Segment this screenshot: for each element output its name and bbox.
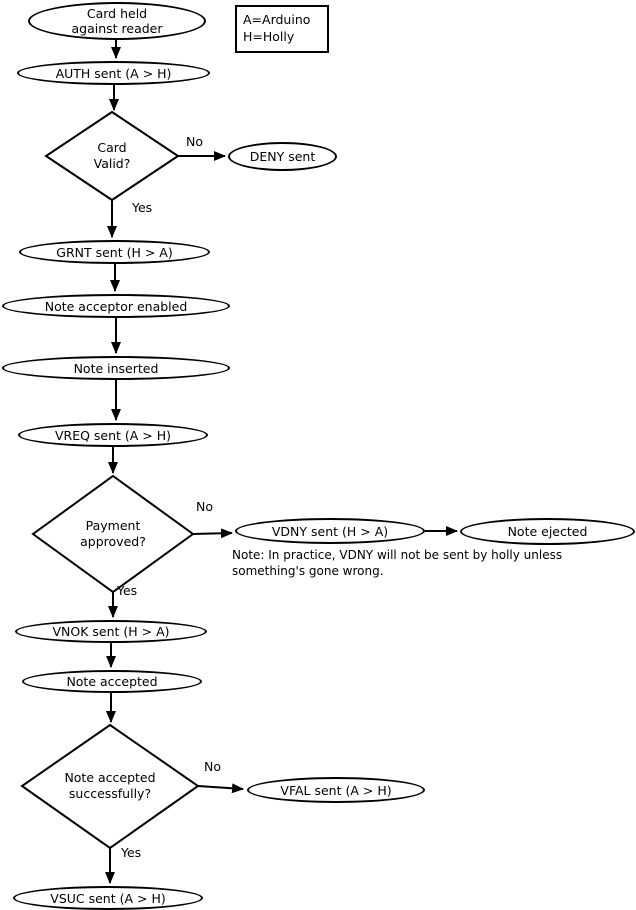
node-card-held: Card held against reader: [28, 2, 206, 40]
node-note-accepted: Note accepted: [22, 670, 202, 693]
edge-label-card-valid-yes: Yes: [132, 200, 153, 215]
node-grnt-sent: GRNT sent (H > A): [19, 240, 210, 264]
node-note-acceptor-enabled: Note acceptor enabled: [2, 294, 230, 318]
edge-label-success-no: No: [204, 759, 221, 774]
edge-label-payment-yes: Yes: [117, 583, 138, 598]
node-note-ejected: Note ejected: [460, 518, 635, 545]
node-vfal-sent: VFAL sent (A > H): [247, 777, 425, 803]
node-vdny-sent: VDNY sent (H > A): [235, 518, 425, 544]
node-vnok-sent: VNOK sent (H > A): [15, 620, 207, 643]
label-card-valid: Card Valid?: [93, 140, 131, 171]
node-note-inserted: Note inserted: [2, 356, 230, 380]
node-deny-sent: DENY sent: [228, 142, 337, 171]
label-payment-approved: Payment approved?: [80, 518, 146, 549]
arrow-success-no-to-vfal: [197, 783, 244, 794]
node-vsuc-sent: VSUC sent (A > H): [13, 886, 203, 910]
node-vreq-sent: VREQ sent (A > H): [18, 423, 208, 447]
node-auth-sent: AUTH sent (A > H): [17, 61, 210, 85]
vdny-annotation-note: Note: In practice, VDNY will not be sent…: [232, 548, 563, 578]
edge-label-payment-no: No: [196, 499, 213, 514]
edge-label-card-valid-no: No: [186, 134, 203, 149]
arrow-payment-no-to-vdny: [192, 528, 233, 539]
label-note-accepted-successfully: Note accepted successfully?: [64, 770, 156, 801]
edge-label-success-yes: Yes: [121, 845, 142, 860]
legend-box: A=Arduino H=Holly: [235, 5, 329, 53]
